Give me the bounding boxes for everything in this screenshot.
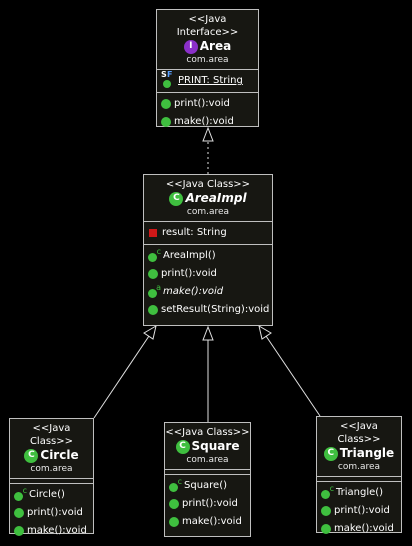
method-row[interactable]: print():void <box>169 495 246 513</box>
stereotype: <<Java Class>> <box>337 421 381 445</box>
class-box-triangle[interactable]: <<Java Class>> C Triangle com.area c Tri… <box>316 416 402 534</box>
methods-section: print():void make():void <box>157 92 258 133</box>
constructor-icon: c <box>14 487 27 501</box>
public-method-icon <box>148 305 158 315</box>
private-field-icon <box>149 229 157 237</box>
package-name: com.area <box>186 55 229 65</box>
method-label: Circle() <box>29 489 65 500</box>
stereotype: <<Java Class>> <box>29 423 74 447</box>
field-label: PRINT: String <box>178 75 243 86</box>
interface-icon: I <box>183 39 198 54</box>
class-box-square[interactable]: <<Java Class>> C Square com.area c Squar… <box>164 422 251 537</box>
method-row[interactable]: c Triangle() <box>321 484 397 502</box>
constructor-icon: c <box>321 485 334 499</box>
methods-section: c AreaImpl() print():void a make():void … <box>144 244 272 321</box>
method-row[interactable]: c Square() <box>169 477 246 495</box>
generalization-square-arrowhead <box>202 325 214 341</box>
generalization-triangle-arrowhead <box>258 324 272 340</box>
package-name: com.area <box>30 464 73 474</box>
public-method-icon <box>161 99 171 109</box>
method-row[interactable]: print():void <box>321 502 397 520</box>
public-method-icon <box>169 499 179 509</box>
package-name: com.area <box>337 462 381 472</box>
method-label: print():void <box>182 498 238 509</box>
generalization-circle-areaimpl <box>93 335 150 419</box>
constructor-icon: c <box>169 478 182 492</box>
public-method-icon <box>169 517 179 527</box>
class-icon: C <box>175 439 190 454</box>
fields-section <box>165 469 250 474</box>
method-row[interactable]: make():void <box>161 113 254 131</box>
method-label: print():void <box>174 98 230 109</box>
fields-section: result: String <box>144 221 272 244</box>
public-method-icon <box>161 117 171 127</box>
constructor-icon: c <box>148 248 161 262</box>
method-label: print():void <box>161 268 217 279</box>
stereotype: <<Java Interface>> <box>176 14 239 38</box>
methods-section: c Circle() print():void make():void <box>10 483 93 542</box>
method-label: make():void <box>163 286 224 297</box>
method-row[interactable]: print():void <box>14 504 89 522</box>
method-row[interactable]: c Circle() <box>14 486 89 504</box>
class-box-circle[interactable]: <<Java Class>> C Circle com.area c Circl… <box>9 418 94 536</box>
method-row[interactable]: make():void <box>14 522 89 540</box>
class-name: Area <box>199 39 232 53</box>
methods-section: c Triangle() print():void make():void <box>317 481 401 540</box>
stereotype: <<Java Class>> <box>165 179 251 190</box>
method-label: make():void <box>174 116 234 127</box>
public-method-icon <box>148 269 158 279</box>
method-label: AreaImpl() <box>163 250 216 261</box>
method-label: setResult(String):void <box>161 304 270 315</box>
class-name: Triangle <box>339 446 395 460</box>
class-icon: C <box>169 191 184 206</box>
class-name: Square <box>191 439 240 453</box>
fields-section <box>10 478 93 483</box>
fields-section <box>317 476 401 481</box>
method-label: print():void <box>27 507 83 518</box>
field-row[interactable]: result: String <box>148 224 268 242</box>
method-row[interactable]: setResult(String):void <box>148 301 270 319</box>
class-icon: C <box>24 448 39 463</box>
methods-section: c Square() print():void make():void <box>165 474 250 533</box>
package-name: com.area <box>186 455 229 465</box>
method-label: print():void <box>334 505 390 516</box>
class-name: AreaImpl <box>185 191 247 205</box>
abstract-method-icon: a <box>148 284 161 298</box>
method-label: make():void <box>27 525 87 536</box>
field-label: result: String <box>162 227 227 238</box>
method-label: make():void <box>182 516 242 527</box>
method-row[interactable]: print():void <box>148 265 268 283</box>
class-icon: C <box>323 446 338 461</box>
generalization-circle-arrowhead <box>143 324 157 340</box>
generalization-triangle-areaimpl <box>265 335 321 417</box>
public-method-icon <box>321 506 331 516</box>
method-row[interactable]: c AreaImpl() <box>148 247 268 265</box>
method-row[interactable]: print():void <box>161 95 254 113</box>
public-method-icon <box>14 508 24 518</box>
method-label: Triangle() <box>336 487 384 498</box>
class-box-areaimpl[interactable]: <<Java Class>> C AreaImpl com.area resul… <box>143 174 273 326</box>
realization-arrowhead <box>202 126 214 142</box>
stereotype: <<Java Class>> <box>165 427 250 438</box>
package-name: com.area <box>186 207 230 217</box>
public-method-icon <box>321 524 331 534</box>
method-label: Square() <box>184 480 228 491</box>
method-row[interactable]: make():void <box>321 520 397 538</box>
method-row[interactable]: make():void <box>169 513 246 531</box>
public-method-icon <box>14 526 24 536</box>
method-label: make():void <box>334 523 394 534</box>
method-row[interactable]: a make():void <box>148 283 268 301</box>
class-name: Circle <box>40 448 79 462</box>
